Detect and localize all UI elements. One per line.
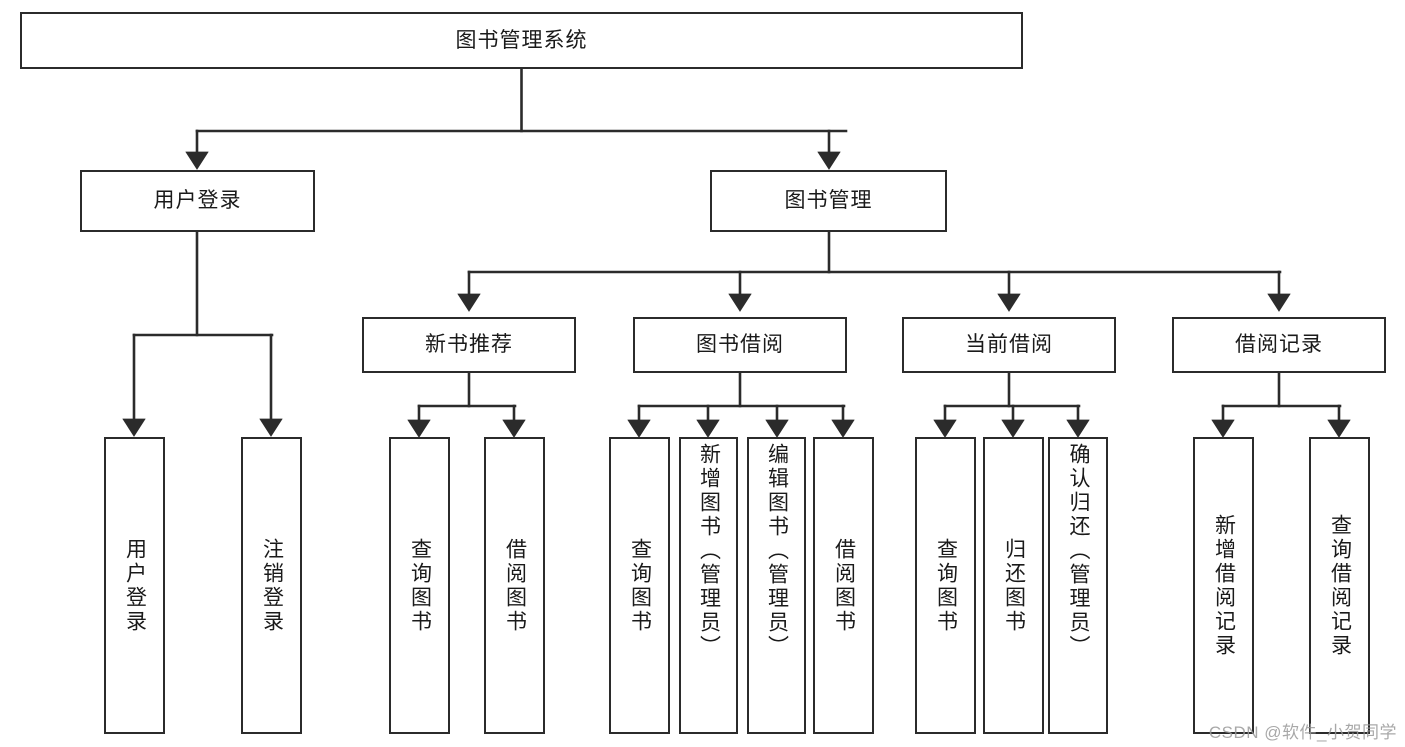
node-label: 编辑图书（管理员） <box>765 443 789 659</box>
leaf-query-book-recommend[interactable]: 查询图书 <box>389 437 450 734</box>
leaf-add-book-admin[interactable]: 新增图书（管理员） <box>679 437 738 734</box>
node-label: 用户登录 <box>153 189 242 213</box>
leaf-query-borrow-record[interactable]: 查询借阅记录 <box>1309 437 1370 734</box>
node-label: 借阅记录 <box>1235 333 1323 357</box>
leaf-query-book-current[interactable]: 查询图书 <box>915 437 976 734</box>
leaf-borrow-book[interactable]: 借阅图书 <box>813 437 874 734</box>
node-label: 查询图书 <box>934 537 958 634</box>
node-label: 用户登录 <box>123 537 147 634</box>
leaf-user-logout[interactable]: 注销登录 <box>241 437 302 734</box>
leaf-confirm-return-admin[interactable]: 确认归还（管理员） <box>1048 437 1108 734</box>
node-label: 图书借阅 <box>696 333 784 357</box>
node-label: 新书推荐 <box>425 333 513 357</box>
node-current-borrow[interactable]: 当前借阅 <box>902 317 1116 373</box>
node-label: 查询图书 <box>628 537 652 634</box>
node-label: 当前借阅 <box>965 333 1053 357</box>
node-root-book-management-system[interactable]: 图书管理系统 <box>20 12 1023 69</box>
node-label: 注销登录 <box>260 537 284 634</box>
node-label: 图书管理系统 <box>455 28 588 52</box>
node-book-manage[interactable]: 图书管理 <box>710 170 947 232</box>
node-label: 查询图书 <box>408 537 432 634</box>
csdn-watermark: CSDN @软件_小贺同学 <box>1208 723 1397 742</box>
node-user-login[interactable]: 用户登录 <box>80 170 315 232</box>
node-label: 借阅图书 <box>832 537 856 634</box>
leaf-borrow-book-recommend[interactable]: 借阅图书 <box>484 437 545 734</box>
leaf-add-borrow-record[interactable]: 新增借阅记录 <box>1193 437 1254 734</box>
node-book-borrow[interactable]: 图书借阅 <box>633 317 847 373</box>
leaf-user-login[interactable]: 用户登录 <box>104 437 165 734</box>
node-new-book-recommend[interactable]: 新书推荐 <box>362 317 576 373</box>
leaf-edit-book-admin[interactable]: 编辑图书（管理员） <box>747 437 806 734</box>
node-label: 查询借阅记录 <box>1328 513 1352 658</box>
node-label: 归还图书 <box>1002 537 1026 634</box>
node-label: 借阅图书 <box>503 537 527 634</box>
leaf-query-book-borrow[interactable]: 查询图书 <box>609 437 670 734</box>
leaf-return-book[interactable]: 归还图书 <box>983 437 1044 734</box>
node-label: 确认归还（管理员） <box>1067 443 1091 659</box>
node-label: 图书管理 <box>784 189 873 213</box>
node-label: 新增图书（管理员） <box>697 443 721 659</box>
node-borrow-record[interactable]: 借阅记录 <box>1172 317 1386 373</box>
node-label: 新增借阅记录 <box>1212 513 1236 658</box>
